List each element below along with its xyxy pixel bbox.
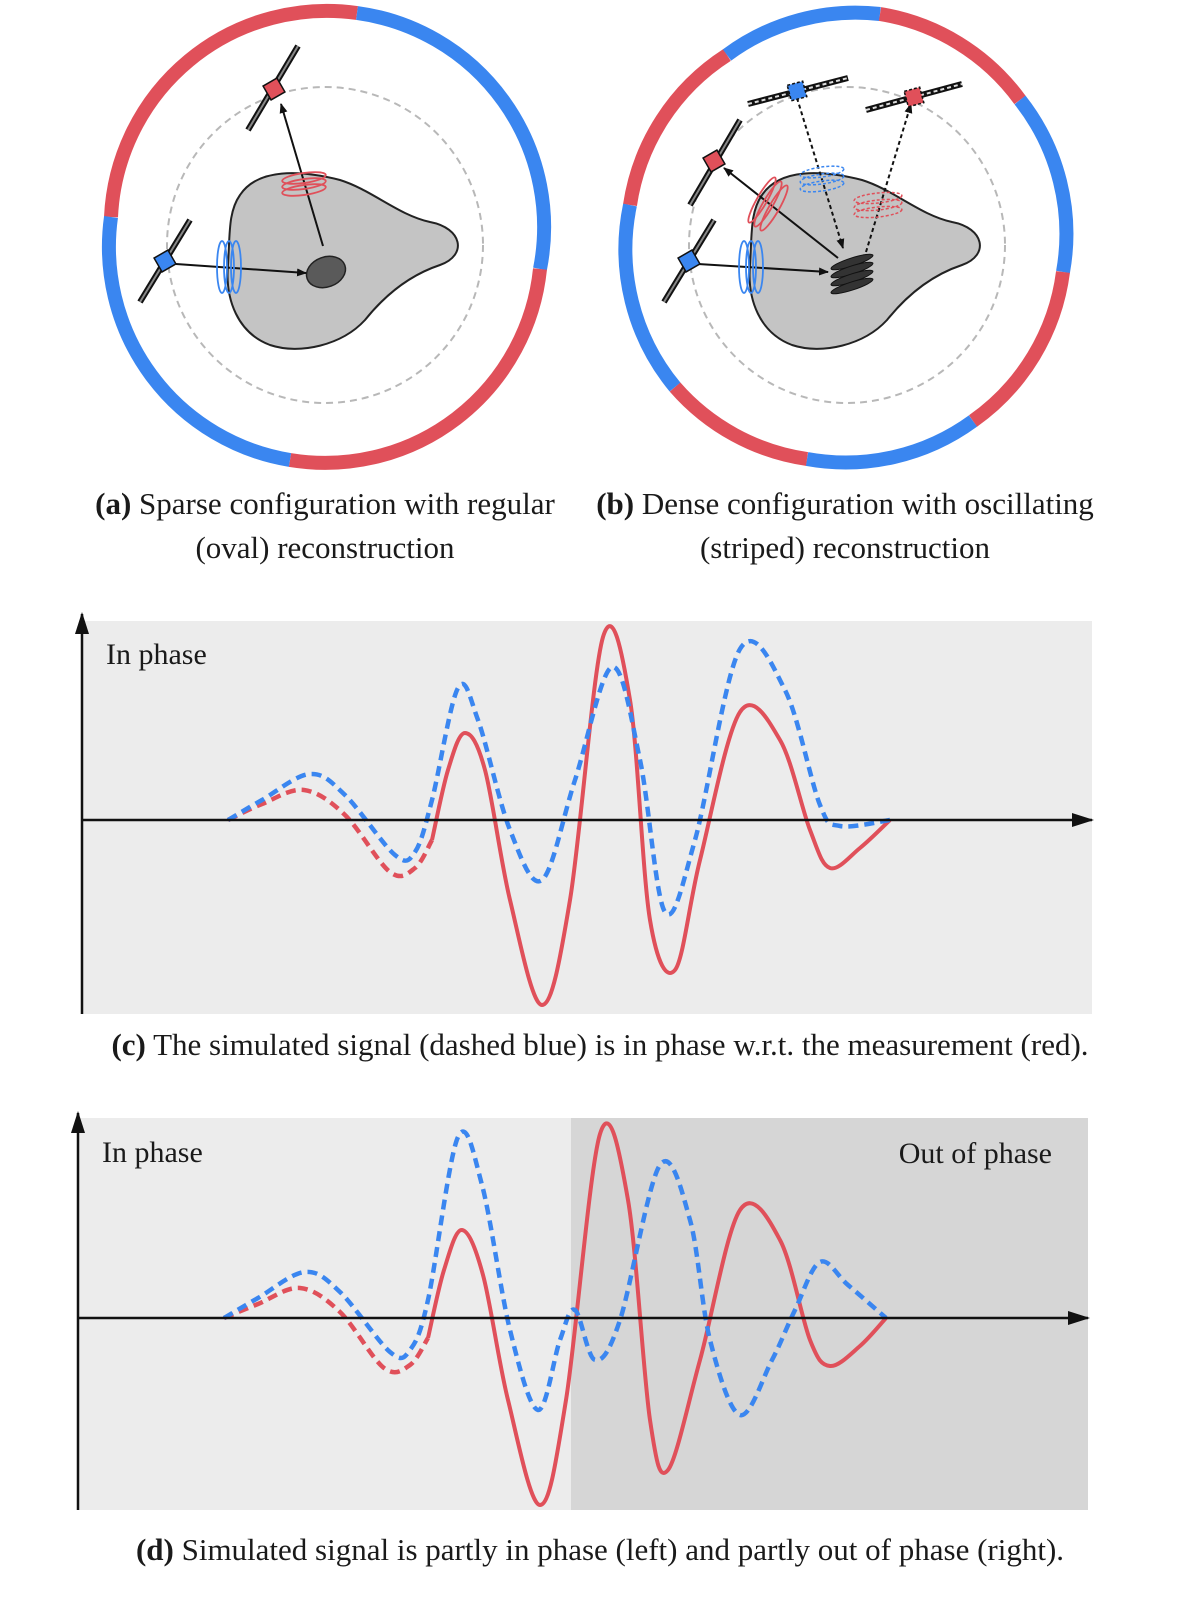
- panel-d-measurement-dashed-segment: [223, 1285, 430, 1375]
- panel-a-label: (a): [95, 486, 132, 521]
- panel-d-caption-text: Simulated signal is partly in phase (lef…: [181, 1532, 1065, 1567]
- panel-a-outer-ring: [102, 3, 552, 470]
- panel-c-measurement-dashed-segment: [227, 787, 434, 879]
- panel-a-blue-wave-icon: [216, 240, 242, 294]
- panel-b-blue-dashed-wave-icon: [799, 165, 845, 193]
- panel-a-arrow-top: [279, 103, 324, 247]
- panel-d-plot: In phase Out of phase: [71, 1111, 1090, 1510]
- panel-a-caption-text: Sparse configuration with regular (oval)…: [139, 486, 555, 565]
- panel-b-blue-wave-icon: [738, 240, 764, 294]
- panel-b-caption-text: Dense configuration with oscillating (st…: [641, 486, 1094, 565]
- panel-d-out-of-phase-label: Out of phase: [899, 1137, 1052, 1170]
- panel-b-satellite-red-icon: [687, 118, 743, 207]
- panel-a-dashed-circle: [166, 86, 484, 404]
- panel-a-oval-reconstruction: [305, 255, 347, 289]
- panel-b-diagram: [618, 5, 1074, 470]
- panel-d-background-left: [78, 1118, 571, 1510]
- panel-b-red-dashed-wave-icon: [853, 191, 903, 219]
- panel-d-background-right: [571, 1118, 1088, 1510]
- panel-c-simulated-curve: [226, 639, 891, 917]
- panel-b-satellite-blue-dashed-icon: [747, 75, 849, 107]
- panel-b-dashed-arrow-blue: [796, 97, 845, 249]
- panel-a-diagram: [102, 3, 552, 470]
- panel-c-background: [82, 621, 1092, 1014]
- panel-b-red-wave-icon: [747, 176, 789, 232]
- panel-a-satellite-blue-icon: [137, 218, 193, 304]
- panel-c-label: (c): [111, 1027, 146, 1062]
- panel-c-caption-text: The simulated signal (dashed blue) is in…: [153, 1027, 1089, 1062]
- panel-d-caption: (d) Simulated signal is partly in phase …: [0, 1528, 1200, 1572]
- panel-b-label: (b): [596, 486, 635, 521]
- panel-b-satellite-blue-icon: [661, 218, 717, 304]
- panel-a-caption: (a) Sparse configuration with regular (o…: [90, 482, 560, 570]
- panel-b-satellite-red-dashed-icon: [865, 81, 963, 113]
- panel-a-red-wave-icon: [281, 171, 327, 197]
- panel-b-caption: (b) Dense configuration with oscillating…: [585, 482, 1105, 570]
- panel-b-dashed-circle: [688, 86, 1006, 404]
- panel-b-outer-ring: [618, 5, 1074, 470]
- panel-c-in-phase-label: In phase: [106, 638, 207, 671]
- panel-b-striped-reconstruction: [830, 253, 874, 295]
- panel-a-satellite-red-icon: [245, 44, 301, 132]
- panel-d-in-phase-label: In phase: [102, 1136, 203, 1169]
- panel-c-caption: (c) The simulated signal (dashed blue) i…: [0, 1023, 1200, 1067]
- panel-d-label: (d): [135, 1532, 174, 1567]
- panel-b-dashed-arrow-red: [865, 103, 913, 253]
- panel-c-plot: In phase: [75, 612, 1094, 1014]
- panel-b-arrow-red-sat: [723, 167, 839, 259]
